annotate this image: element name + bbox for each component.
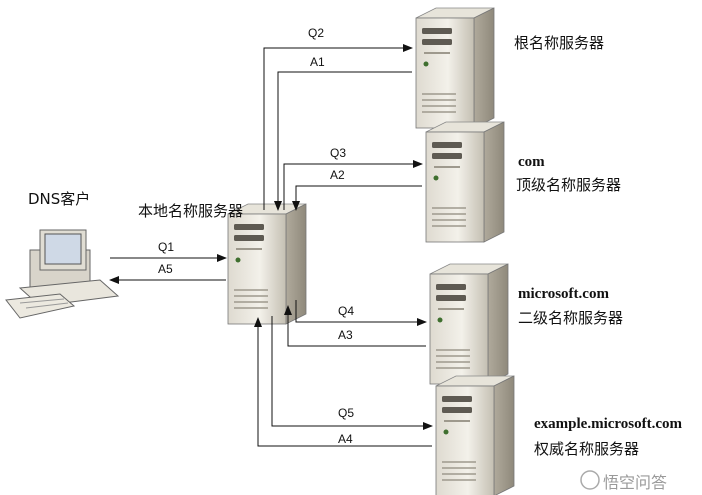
authoritative-server-label: 权威名称服务器 xyxy=(534,440,640,458)
msg-a4: A4 xyxy=(338,432,353,446)
watermark-text: 悟空问答 xyxy=(603,473,668,492)
root-server-icon xyxy=(415,7,495,129)
tld-server-icon xyxy=(425,121,505,243)
second-level-server-icon xyxy=(429,263,509,385)
arrow-a4 xyxy=(254,317,432,447)
msg-q2: Q2 xyxy=(308,26,325,40)
msg-a2: A2 xyxy=(330,168,345,182)
local-server-icon xyxy=(227,203,307,325)
client-label: DNS客户 xyxy=(28,190,91,208)
msg-q1: Q1 xyxy=(158,240,175,254)
arrow-q2 xyxy=(263,44,413,210)
arrow-q5 xyxy=(271,316,433,430)
client-computer-icon xyxy=(5,229,120,319)
second-level-name: microsoft.com xyxy=(518,286,609,302)
watermark-logo-icon xyxy=(580,470,600,490)
arrow-a3 xyxy=(284,305,426,347)
authoritative-name: example.microsoft.com xyxy=(534,416,683,432)
authoritative-server-icon xyxy=(435,375,515,495)
arrow-a1 xyxy=(274,71,412,211)
root-server-label: 根名称服务器 xyxy=(514,34,605,52)
tld-server-label: 顶级名称服务器 xyxy=(516,176,622,194)
arrow-a2 xyxy=(292,185,422,211)
second-level-server-label: 二级名称服务器 xyxy=(518,309,624,327)
arrow-q3 xyxy=(283,160,423,210)
msg-a5: A5 xyxy=(158,262,173,276)
msg-a3: A3 xyxy=(338,328,353,342)
arrow-q4 xyxy=(295,300,427,326)
msg-a1: A1 xyxy=(310,55,325,69)
local-server-label: 本地名称服务器 xyxy=(138,202,244,220)
tld-name: com xyxy=(518,154,545,170)
msg-q3: Q3 xyxy=(330,146,347,160)
msg-q4: Q4 xyxy=(338,304,355,318)
msg-q5: Q5 xyxy=(338,406,355,420)
